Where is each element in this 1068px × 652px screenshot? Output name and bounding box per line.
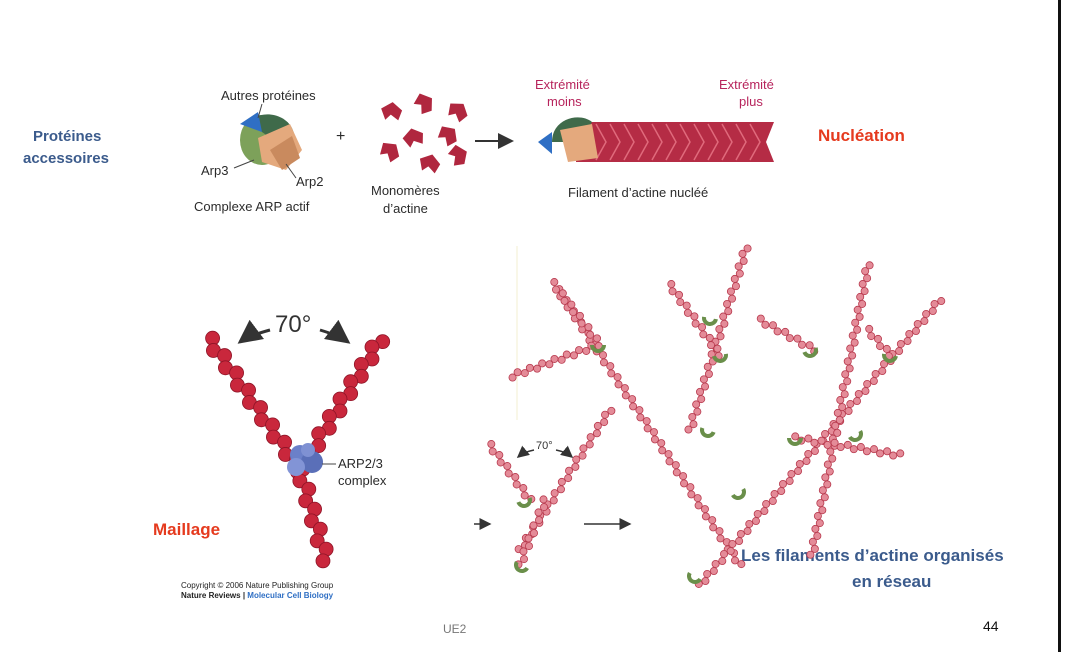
copyright-subject: Molecular Cell Biology [247,591,334,600]
actin-monomers-icon [380,93,468,174]
footer-ue2: UE2 [443,622,467,636]
copyright-line2: Nature Reviews | Molecular Cell Biology [181,591,333,600]
arp23-label-line2: complex [338,473,387,488]
reseau-label-line2: en réseau [852,572,932,591]
page-number: 44 [983,618,999,634]
left-angle-label: 70° [275,311,312,338]
arp3-label: Arp3 [201,163,229,178]
angle-arrows-icon [237,319,351,344]
arp2-label: Arp2 [296,174,324,189]
actin-network-icon [487,244,946,588]
small-angle-arrows-icon [516,445,574,458]
monomers-label-line1: Monomères [371,183,440,198]
arp23-label-line1: ARP2/3 [338,456,383,471]
minus-end-label-line1: Extrémité [535,77,590,92]
filament-label: Filament d’actine nucléé [568,185,709,200]
minus-end-label-line2: moins [547,94,582,109]
other-proteins-label: Autres protéines [221,88,316,103]
plus-end-label-line1: Extrémité [719,77,774,92]
side-label-line1: Protéines [33,128,102,145]
complex-label: Complexe ARP actif [194,199,310,214]
copyright-sep: | [240,591,248,600]
slide-edge [1058,0,1061,652]
arp23-complex-icon [287,443,336,476]
arp-complex-icon [233,103,302,179]
monomers-label-line2: d’actine [383,201,428,216]
side-label-line2: accessoires [23,150,109,167]
nucleated-filament-icon [538,117,774,162]
reseau-label-line1: Les filaments d’actine organisés [741,546,1004,565]
plus-sign: + [336,128,346,145]
right-angle-label: 70° [536,440,553,452]
copyright-line1: Copyright © 2006 Nature Publishing Group [181,581,334,590]
nucleation-label: Nucléation [818,126,905,145]
maillage-label: Maillage [153,520,221,539]
plus-end-label-line2: plus [739,94,763,109]
copyright-journal: Nature Reviews [181,591,241,600]
